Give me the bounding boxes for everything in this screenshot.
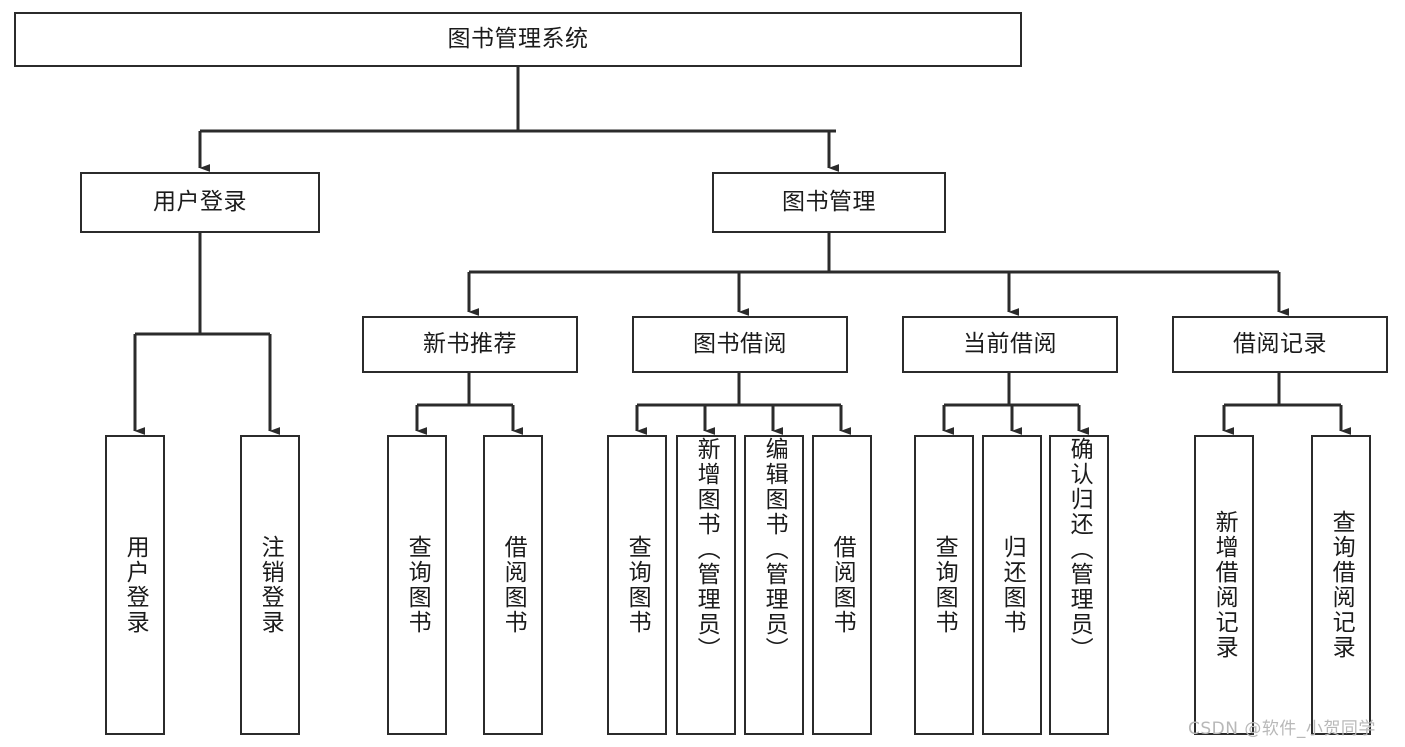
node-label: 用户登录	[122, 535, 149, 635]
leaf-add-record[interactable]: 新增借阅记录	[1194, 435, 1254, 735]
node-borrow-record[interactable]: 借阅记录	[1172, 316, 1388, 373]
leaf-borrow-book-2[interactable]: 借阅图书	[812, 435, 872, 735]
leaf-borrow-book-1[interactable]: 借阅图书	[483, 435, 543, 735]
leaf-edit-book[interactable]: 编辑图书（管理员）	[744, 435, 804, 735]
leaf-confirm-return[interactable]: 确认归还（管理员）	[1049, 435, 1109, 735]
node-label: 借阅记录	[1233, 330, 1327, 357]
leaf-logout[interactable]: 注销登录	[240, 435, 300, 735]
node-label: 图书管理	[782, 188, 876, 215]
node-label: 查询借阅记录	[1328, 510, 1355, 660]
leaf-query-book-3[interactable]: 查询图书	[914, 435, 974, 735]
node-label: 编辑图书（管理员）	[761, 437, 788, 662]
leaf-return-book[interactable]: 归还图书	[982, 435, 1042, 735]
node-user-login[interactable]: 用户登录	[80, 172, 320, 233]
node-label: 归还图书	[999, 535, 1026, 635]
node-label: 用户登录	[153, 188, 247, 215]
node-new-book-recommend[interactable]: 新书推荐	[362, 316, 578, 373]
node-label: 图书借阅	[693, 330, 787, 357]
node-current-borrow[interactable]: 当前借阅	[902, 316, 1118, 373]
leaf-query-book-2[interactable]: 查询图书	[607, 435, 667, 735]
leaf-query-book-1[interactable]: 查询图书	[387, 435, 447, 735]
leaf-user-login[interactable]: 用户登录	[105, 435, 165, 735]
node-book-borrow[interactable]: 图书借阅	[632, 316, 848, 373]
node-label: 确认归还（管理员）	[1066, 437, 1093, 662]
node-label: 新增图书（管理员）	[693, 437, 720, 662]
node-label: 当前借阅	[963, 330, 1057, 357]
node-label: 查询图书	[404, 535, 431, 635]
node-label: 注销登录	[257, 535, 284, 635]
node-label: 新增借阅记录	[1211, 510, 1238, 660]
node-label: 查询图书	[931, 535, 958, 635]
node-label: 查询图书	[624, 535, 651, 635]
node-label: 图书管理系统	[447, 25, 589, 52]
node-root-system[interactable]: 图书管理系统	[14, 12, 1022, 67]
node-label: 借阅图书	[500, 535, 527, 635]
leaf-add-book[interactable]: 新增图书（管理员）	[676, 435, 736, 735]
node-label: 借阅图书	[829, 535, 856, 635]
node-book-management[interactable]: 图书管理	[712, 172, 946, 233]
csdn-watermark: CSDN @软件_小贺同学	[1188, 719, 1376, 739]
leaf-query-record[interactable]: 查询借阅记录	[1311, 435, 1371, 735]
node-label: 新书推荐	[423, 330, 517, 357]
